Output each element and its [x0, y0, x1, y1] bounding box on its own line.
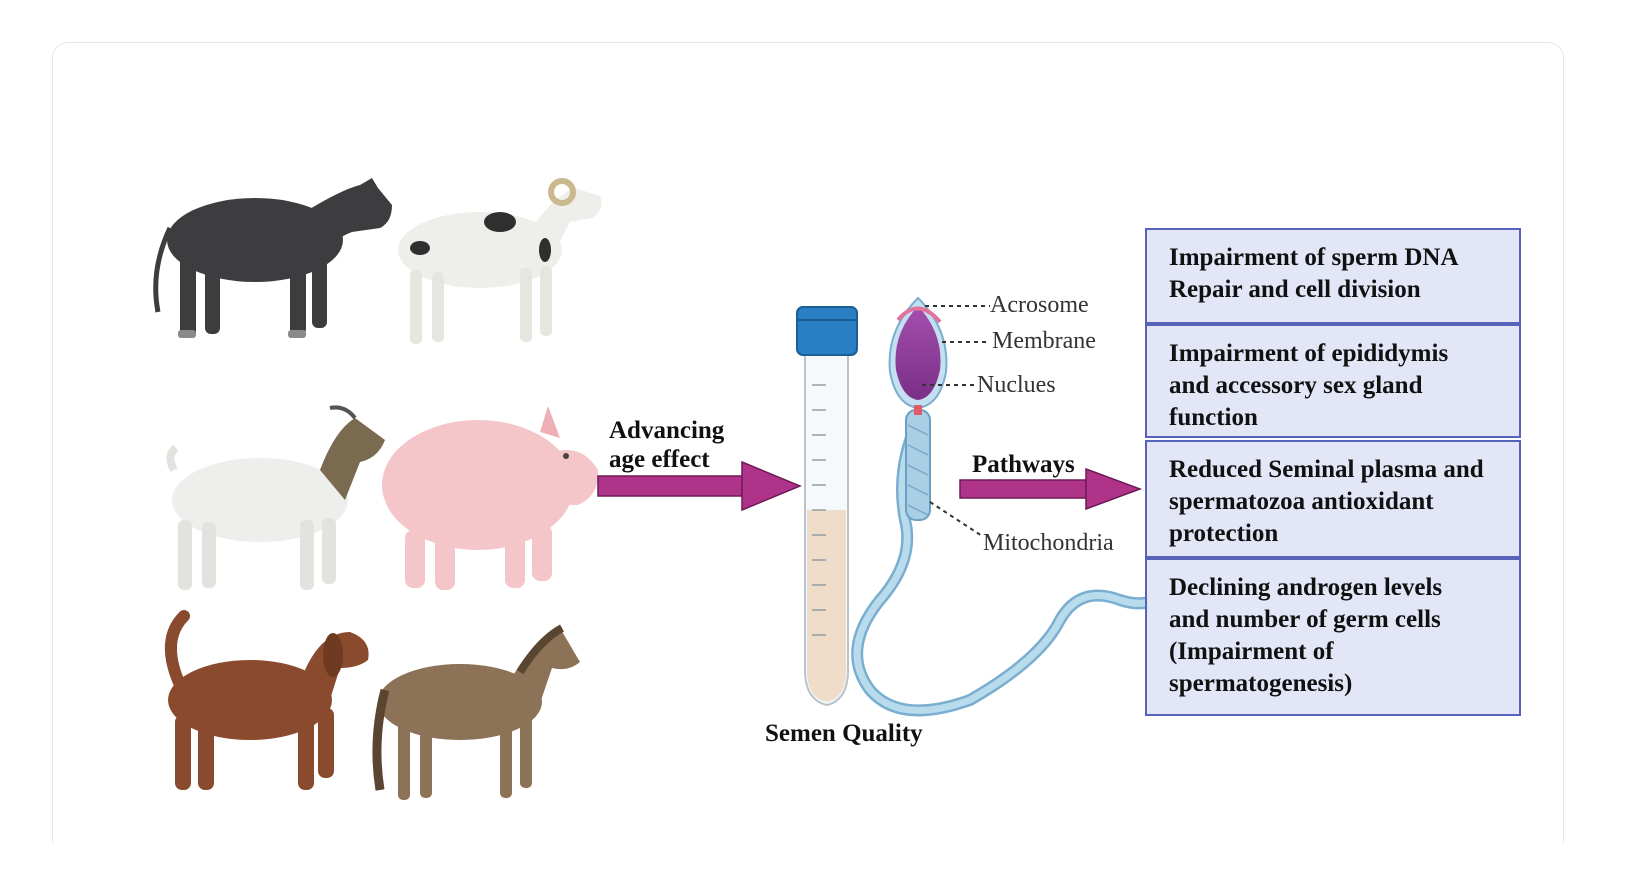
- pathways-arrow: [959, 467, 1143, 511]
- nucleus-label: Nuclues: [977, 372, 1056, 398]
- goat-icon: [166, 405, 385, 590]
- ram-icon: [398, 178, 602, 344]
- outcome-box-antioxidant: Reduced Seminal plasma and spermatozoa a…: [1145, 440, 1521, 558]
- pathways-label: Pathways: [972, 451, 1075, 478]
- semen-quality-label: Semen Quality: [765, 720, 923, 747]
- membrane-label: Membrane: [992, 328, 1096, 354]
- age-effect-arrow: [597, 460, 802, 512]
- age-effect-label: Advancing age effect: [609, 417, 725, 473]
- outcome-box-epididymis: Impairment of epididymis and accessory s…: [1145, 324, 1521, 438]
- pig-icon: [382, 406, 599, 590]
- acrosome-label: Acrosome: [990, 292, 1089, 318]
- sperm-cell-icon: [851, 296, 1176, 717]
- horse-icon: [372, 624, 580, 800]
- test-tube-icon: [796, 306, 858, 707]
- bull-icon: [153, 178, 392, 338]
- outcome-box-androgen: Declining androgen levels and number of …: [1145, 558, 1521, 716]
- outcome-box-dna-repair: Impairment of sperm DNA Repair and cell …: [1145, 228, 1521, 324]
- mitochondria-label: Mitochondria: [983, 530, 1114, 556]
- dog-icon: [164, 610, 369, 790]
